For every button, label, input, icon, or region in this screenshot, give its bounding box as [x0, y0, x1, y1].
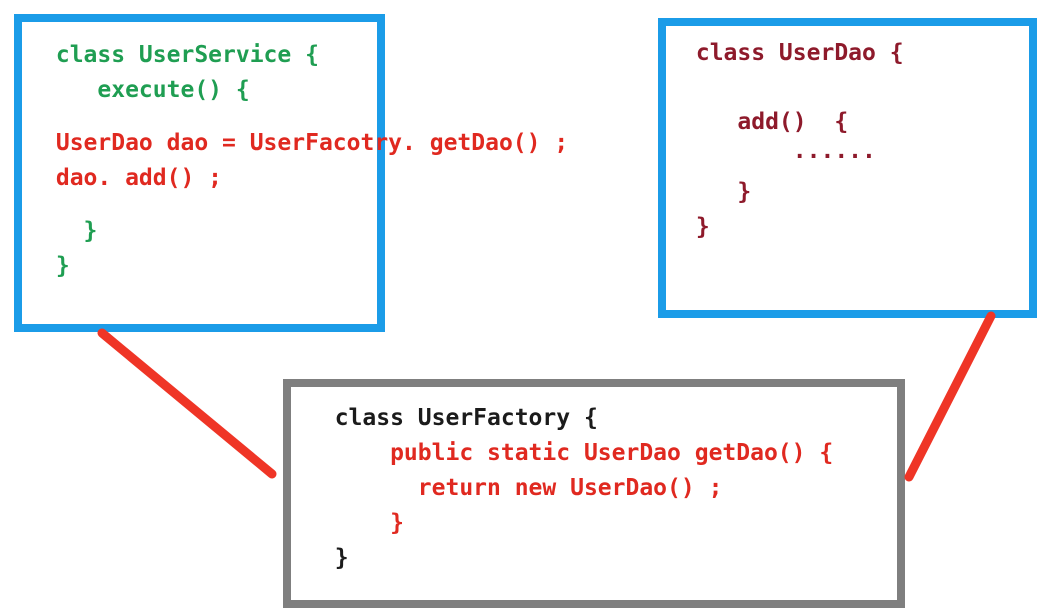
code-line: UserDao dao = UserFacotry. getDao() ;	[42, 130, 569, 156]
code-line: class UserFactory {	[307, 405, 598, 431]
code-line: execute() {	[42, 77, 250, 103]
code-line: }	[307, 545, 349, 571]
code-line	[682, 71, 1029, 105]
connector-line-service-to-factory	[97, 328, 277, 479]
code-line: ······	[682, 144, 876, 170]
code-line: }	[42, 218, 98, 244]
code-line: return new UserDao() ;	[307, 475, 723, 501]
code-line: class UserDao {	[682, 40, 904, 66]
code-line	[42, 108, 377, 126]
class-box-user-dao: class UserDao { add() { ······ } }	[658, 18, 1037, 318]
code-line: }	[42, 253, 70, 279]
connector-line-dao-to-factory	[904, 311, 996, 482]
code-line: class UserService {	[42, 42, 319, 68]
code-line: }	[307, 510, 404, 536]
code-line: add() {	[682, 109, 849, 135]
code-line: }	[682, 179, 752, 205]
code-line	[42, 196, 377, 214]
code-line: public static UserDao getDao() {	[307, 440, 834, 466]
code-line: }	[682, 214, 710, 240]
class-box-user-service: class UserService { execute() { UserDao …	[14, 14, 569, 332]
code-line: dao. add() ;	[42, 165, 223, 191]
class-box-user-factory: class UserFactory { public static UserDa…	[283, 379, 905, 608]
